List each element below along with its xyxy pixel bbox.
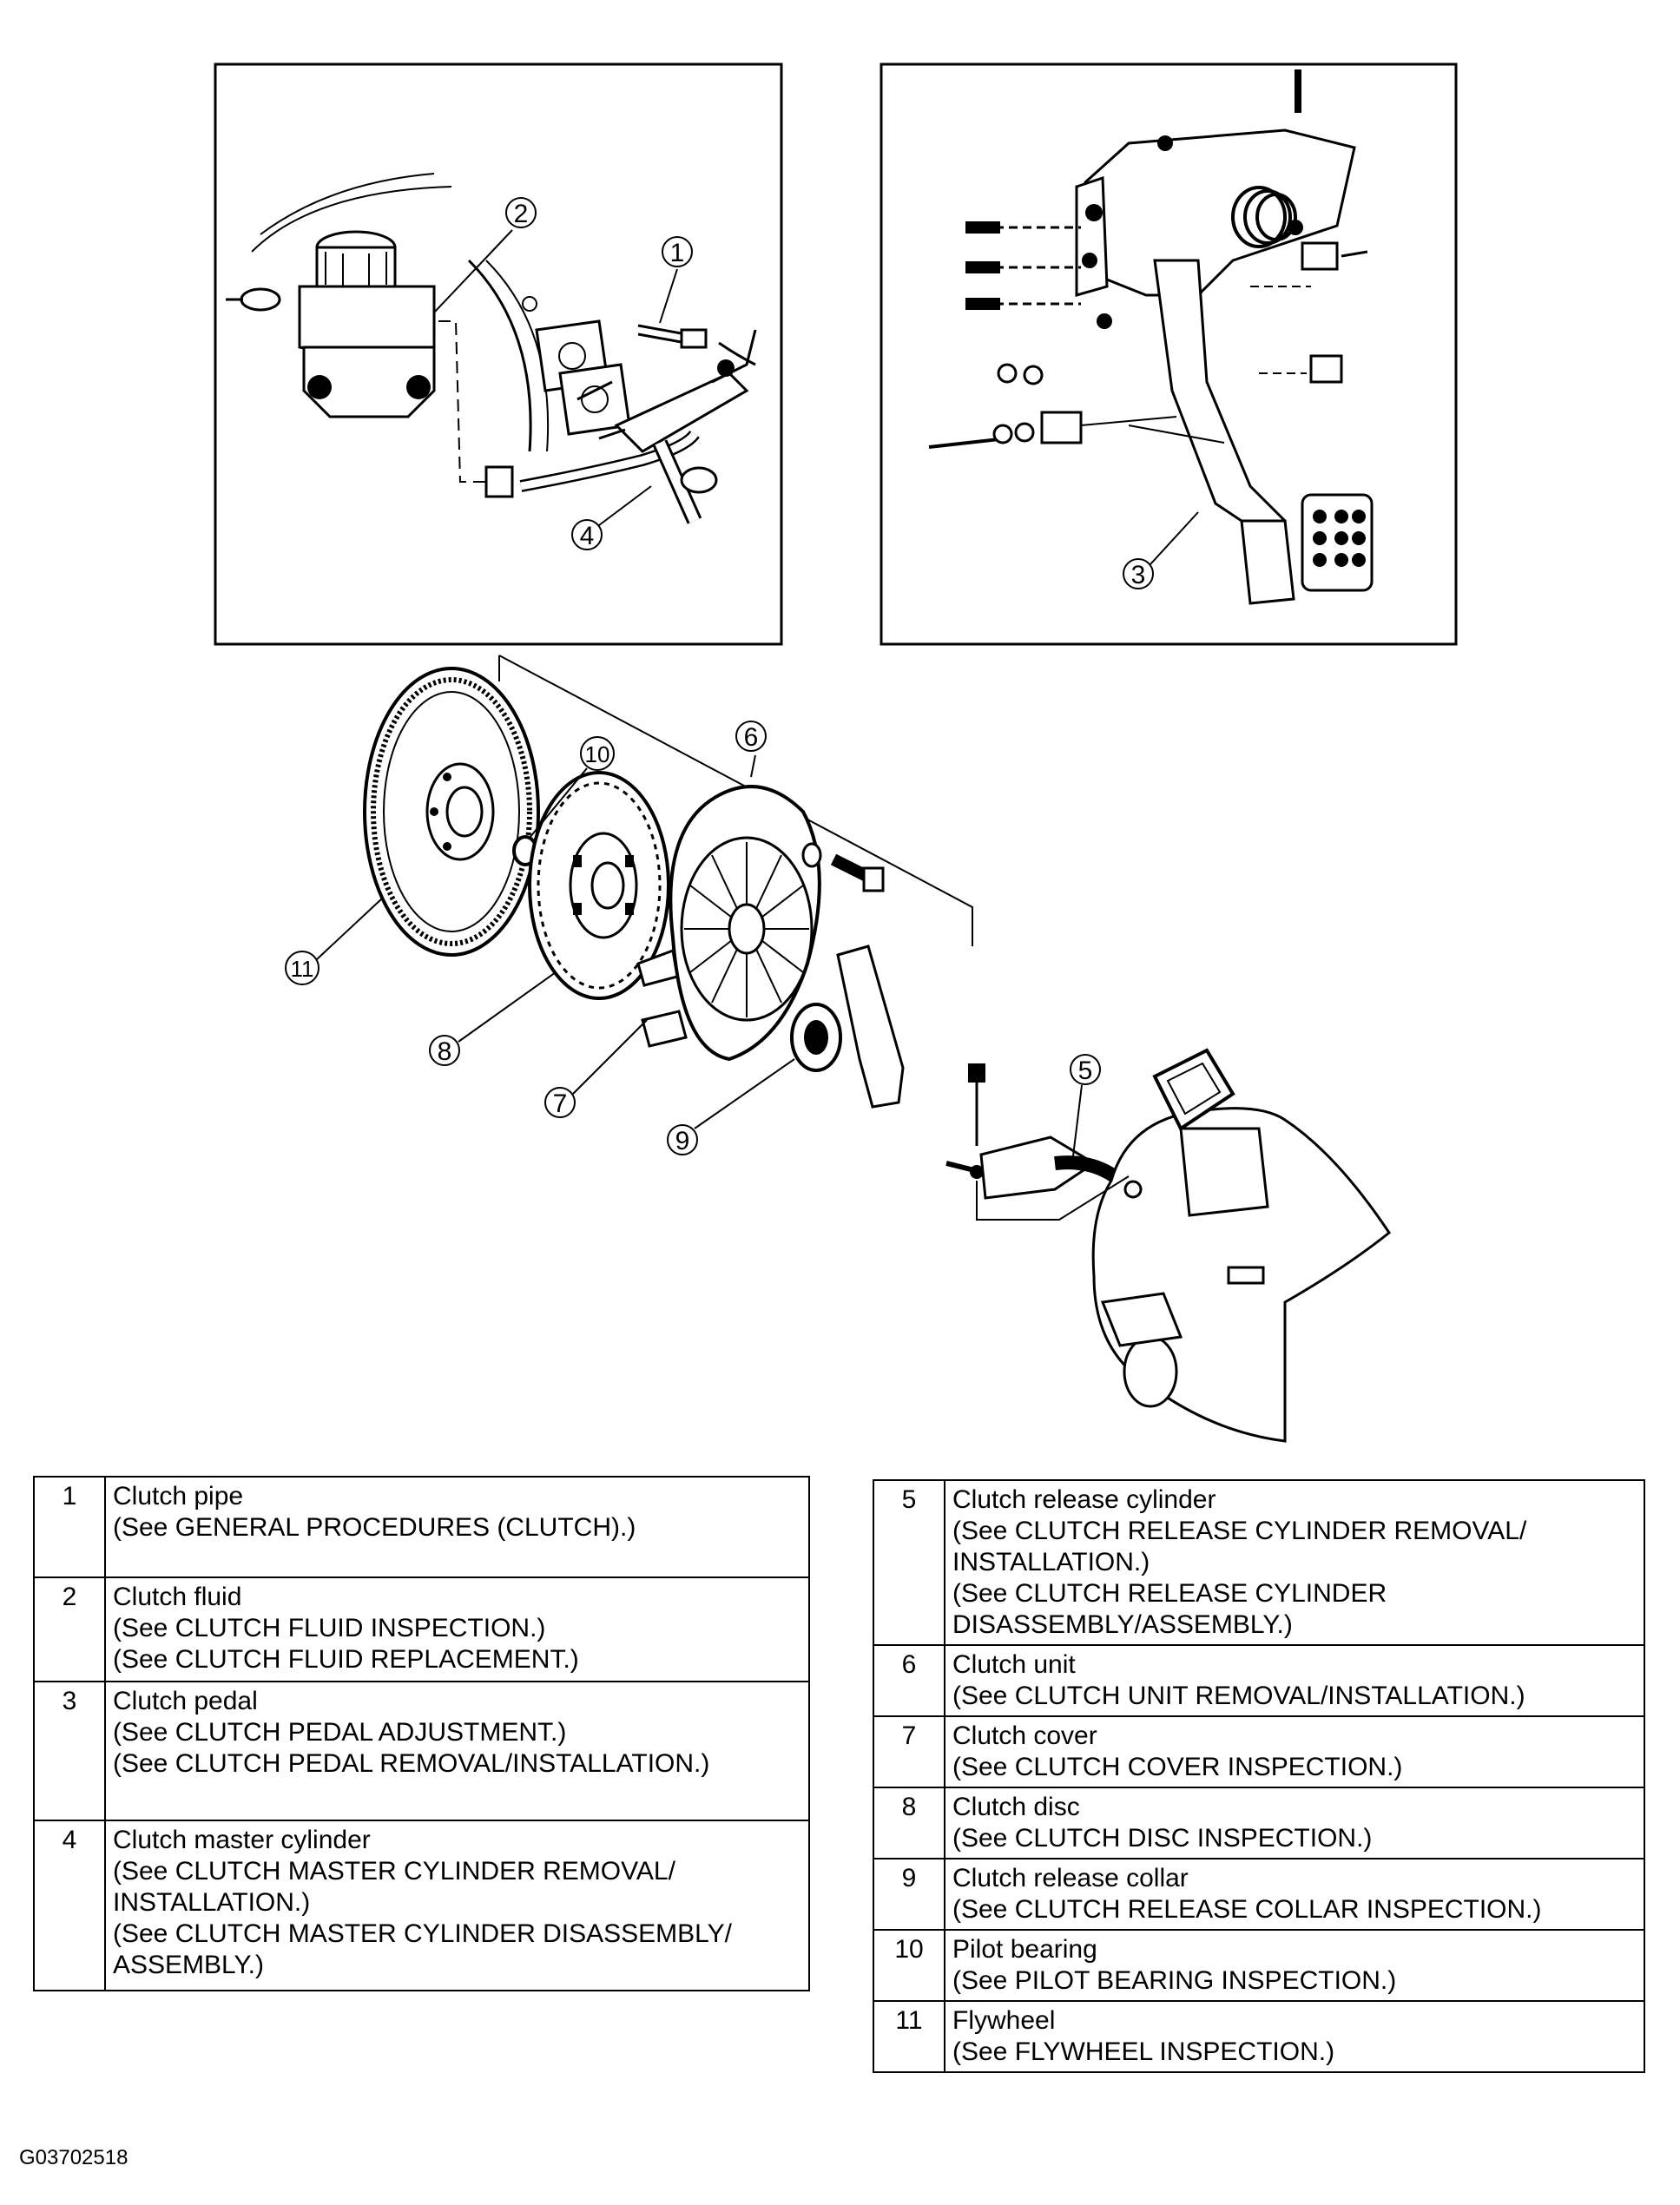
master-cylinder-panel: 2 1 4 (214, 63, 783, 646)
figure-code: G03702518 (19, 2146, 128, 2169)
part-number: 1 (33, 1476, 106, 1578)
clutch-disc (528, 771, 670, 1000)
svg-text:9: 9 (675, 1127, 690, 1155)
part-description: Pilot bearing (See PILOT BEARING INSPECT… (944, 1929, 1645, 2002)
table-row: 4 Clutch master cylinder (See CLUTCH MAS… (33, 1820, 810, 1991)
part-description: Clutch release collar (See CLUTCH RELEAS… (944, 1858, 1645, 1931)
svg-text:8: 8 (438, 1037, 452, 1066)
part-number: 4 (33, 1820, 106, 1991)
table-row: 10 Pilot bearing (See PILOT BEARING INSP… (873, 1929, 1645, 2002)
svg-text:11: 11 (291, 956, 314, 982)
callout-10: 10 (580, 736, 615, 771)
part-number: 2 (33, 1576, 106, 1682)
callout-9: 9 (667, 1124, 698, 1155)
table-row: 2 Clutch fluid (See CLUTCH FLUID INSPECT… (33, 1576, 810, 1682)
callout-4: 4 (571, 519, 603, 550)
part-description: Clutch pedal (See CLUTCH PEDAL ADJUSTMEN… (104, 1681, 810, 1821)
callout-5: 5 (1070, 1054, 1101, 1085)
release-cylinder (945, 1063, 1125, 1200)
callout-6: 6 (735, 721, 767, 752)
table-row: 5 Clutch release cylinder (See CLUTCH RE… (873, 1479, 1645, 1646)
parts-table-left: 1 Clutch pipe (See GENERAL PROCEDURES (C… (33, 1476, 810, 1991)
part-number: 8 (873, 1787, 945, 1859)
svg-text:7: 7 (553, 1089, 568, 1118)
release-collar (790, 1003, 842, 1072)
part-description: Clutch disc (See CLUTCH DISC INSPECTION.… (944, 1787, 1645, 1859)
clutch-pedal-panel: 3 (880, 63, 1458, 646)
svg-text:10: 10 (585, 741, 610, 767)
part-description: Flywheel (See FLYWHEEL INSPECTION.) (944, 2000, 1645, 2073)
callout-8: 8 (429, 1035, 460, 1066)
table-row: 6 Clutch unit (See CLUTCH UNIT REMOVAL/I… (873, 1644, 1645, 1717)
pedal-spring (1231, 186, 1297, 248)
part-number: 9 (873, 1858, 945, 1931)
part-number: 6 (873, 1644, 945, 1717)
clutch-unit-assembly: 6 10 11 8 7 9 5 (285, 655, 1392, 1443)
table-row: 1 Clutch pipe (See GENERAL PROCEDURES (C… (33, 1476, 810, 1578)
parts-table-right: 5 Clutch release cylinder (See CLUTCH RE… (873, 1479, 1645, 2073)
callout-2: 2 (505, 197, 537, 228)
part-number: 11 (873, 2000, 945, 2073)
callout-1: 1 (662, 236, 693, 267)
transmission-housing (1091, 1107, 1392, 1443)
callout-3: 3 (1123, 558, 1154, 589)
callout-11: 11 (285, 951, 320, 985)
part-description: Clutch pipe (See GENERAL PROCEDURES (CLU… (104, 1476, 810, 1578)
table-row: 9 Clutch release collar (See CLUTCH RELE… (873, 1858, 1645, 1931)
table-row: 7 Clutch cover (See CLUTCH COVER INSPECT… (873, 1715, 1645, 1788)
svg-text:5: 5 (1078, 1056, 1093, 1085)
table-row: 3 Clutch pedal (See CLUTCH PEDAL ADJUSTM… (33, 1681, 810, 1821)
svg-text:4: 4 (580, 522, 595, 550)
part-description: Clutch release cylinder (See CLUTCH RELE… (944, 1479, 1645, 1646)
flywheel (363, 667, 540, 957)
pedal-pad (1240, 493, 1374, 605)
part-description: Clutch unit (See CLUTCH UNIT REMOVAL/INS… (944, 1644, 1645, 1717)
fluid-reservoir (298, 230, 436, 355)
part-description: Clutch cover (See CLUTCH COVER INSPECTIO… (944, 1715, 1645, 1788)
part-number: 10 (873, 1929, 945, 2002)
svg-text:3: 3 (1131, 561, 1146, 589)
part-description: Clutch master cylinder (See CLUTCH MASTE… (104, 1820, 810, 1991)
table-row: 8 Clutch disc (See CLUTCH DISC INSPECTIO… (873, 1787, 1645, 1859)
part-number: 7 (873, 1715, 945, 1788)
table-row: 11 Flywheel (See FLYWHEEL INSPECTION.) (873, 2000, 1645, 2073)
svg-text:6: 6 (744, 723, 759, 752)
svg-text:1: 1 (670, 239, 685, 267)
exploded-clutch-diagram: 2 1 4 (214, 63, 1458, 1443)
part-description: Clutch fluid (See CLUTCH FLUID INSPECTIO… (104, 1576, 810, 1682)
callout-7: 7 (544, 1087, 576, 1118)
svg-text:2: 2 (514, 200, 529, 228)
part-number: 5 (873, 1479, 945, 1646)
part-number: 3 (33, 1681, 106, 1821)
clutch-cover (636, 785, 821, 1062)
